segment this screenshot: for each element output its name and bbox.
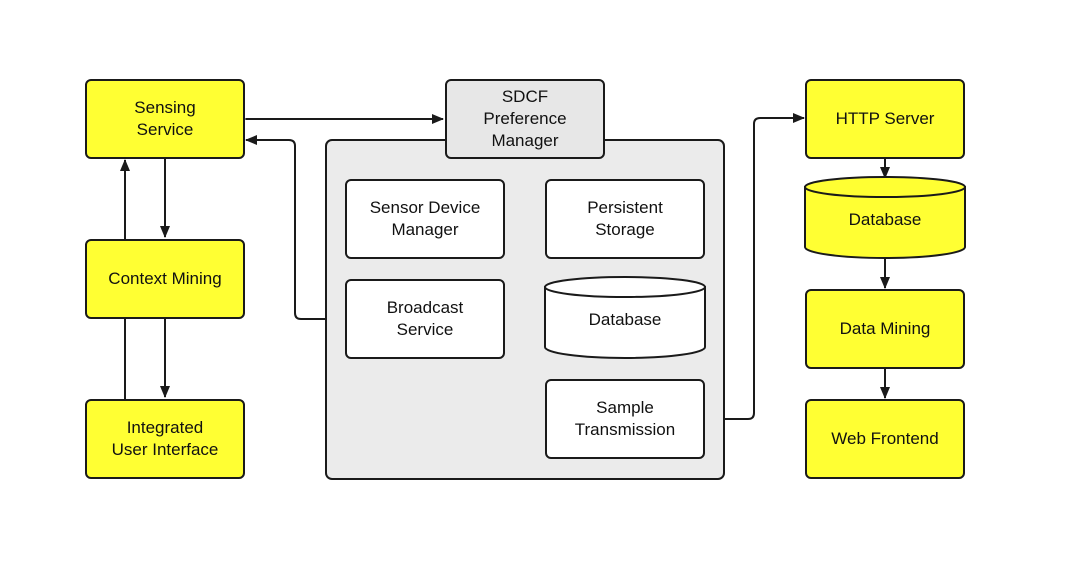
context-mining-node[interactable]: Context Mining (85, 239, 245, 319)
right-database-label: Database (848, 210, 922, 229)
preference-manager-label: SDCF Preference Manager (483, 87, 567, 150)
sample-transmission-node[interactable]: Sample Transmission (545, 379, 705, 459)
broadcast-service-label: Broadcast Service (386, 298, 464, 339)
middle-database-label: Database (588, 310, 662, 329)
preference-manager-node[interactable]: SDCF Preference Manager (445, 79, 605, 159)
web-frontend-label: Web Frontend (831, 429, 939, 448)
data-mining-node[interactable]: Data Mining (805, 289, 965, 369)
sensor-device-manager-node[interactable]: Sensor Device Manager (345, 179, 505, 259)
sensor-device-manager-label: Sensor Device Manager (369, 198, 481, 239)
integrated-ui-node[interactable]: Integrated User Interface (85, 399, 245, 479)
persistent-storage-node[interactable]: Persistent Storage (545, 179, 705, 259)
persistent-storage-label: Persistent Storage (587, 198, 663, 239)
sample-transmission-label: Sample Transmission (574, 398, 676, 439)
data-mining-label: Data Mining (839, 319, 931, 338)
sensing-service-label: Sensing Service (134, 98, 196, 139)
connector-broadcast-sensing (245, 135, 345, 320)
sensing-service-node[interactable]: Sensing Service (85, 79, 245, 159)
web-frontend-node[interactable]: Web Frontend (805, 399, 965, 479)
connector-sample-http (705, 113, 805, 420)
context-mining-label: Context Mining (108, 269, 222, 288)
broadcast-service-node[interactable]: Broadcast Service (345, 279, 505, 359)
integrated-ui-label: Integrated User Interface (111, 418, 219, 459)
http-server-label: HTTP Server (835, 109, 935, 128)
http-server-node[interactable]: HTTP Server (805, 79, 965, 159)
